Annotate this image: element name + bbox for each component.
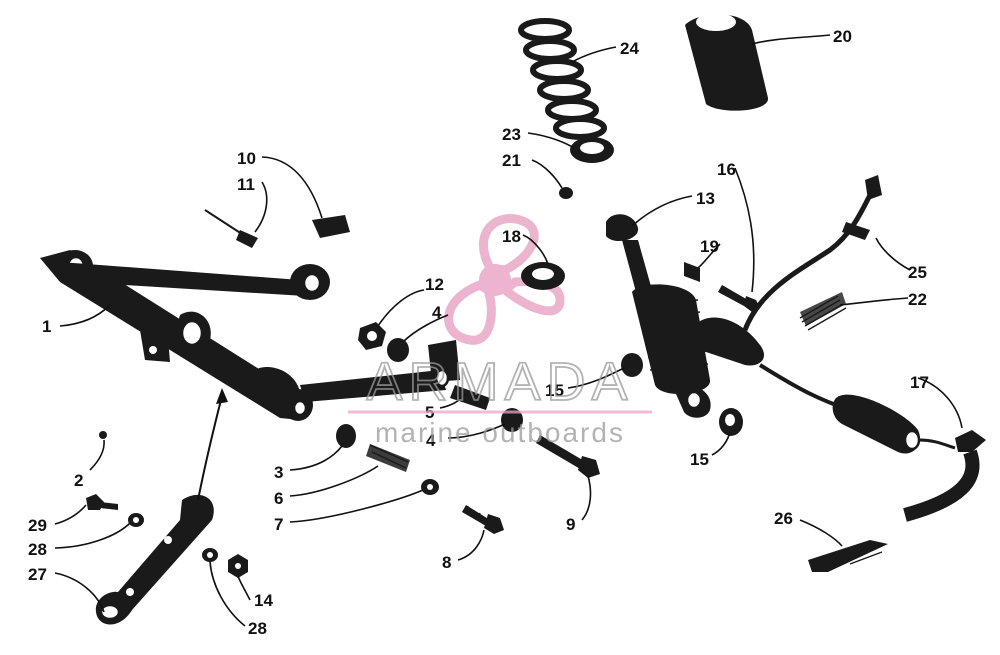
callout-28-left: 28 xyxy=(28,540,47,559)
callout-18: 18 xyxy=(502,227,521,246)
callout-28-bottom: 28 xyxy=(248,619,267,638)
callout-1: 1 xyxy=(42,317,51,336)
part-axle-arm-upper xyxy=(300,340,460,402)
part-19-bushing xyxy=(684,262,700,282)
part-15-bushing xyxy=(621,353,743,436)
watermark-tagline: marine outboards xyxy=(375,417,625,448)
callout-21: 21 xyxy=(502,151,521,170)
callout-29: 29 xyxy=(28,516,47,535)
callout-24: 24 xyxy=(620,39,639,58)
part-11-pin xyxy=(204,209,258,248)
part-4-bushing xyxy=(387,338,523,432)
callout-7: 7 xyxy=(274,515,283,534)
assembly-arrow-icon xyxy=(197,388,228,501)
part-28-washer xyxy=(128,513,218,562)
callout-25: 25 xyxy=(908,263,927,282)
callout-2: 2 xyxy=(74,471,83,490)
callout-19: 19 xyxy=(700,237,719,256)
part-21-nut xyxy=(559,187,573,199)
part-16-bolt xyxy=(718,285,760,312)
part-20-boot xyxy=(685,13,769,111)
part-5-sleeve xyxy=(450,385,490,410)
callout-27: 27 xyxy=(28,565,47,584)
part-17-switch xyxy=(758,363,986,522)
leader-lines xyxy=(54,34,963,627)
part-23-spring-seat xyxy=(570,137,614,163)
part-22-spring xyxy=(799,292,847,331)
part-8-bolt xyxy=(462,505,504,534)
callout-8: 8 xyxy=(442,553,451,572)
callout-3: 3 xyxy=(274,463,283,482)
callout-6: 6 xyxy=(274,489,283,508)
part-24-spring xyxy=(518,18,607,140)
callout-17: 17 xyxy=(910,373,929,392)
callout-26: 26 xyxy=(774,509,793,528)
part-7-washer xyxy=(421,479,439,495)
callout-20: 20 xyxy=(833,27,852,46)
callout-23: 23 xyxy=(502,125,521,144)
watermark-brand: ARMADA xyxy=(366,352,633,412)
callout-16: 16 xyxy=(717,160,736,179)
callout-22: 22 xyxy=(908,290,927,309)
watermark: ARMADA marine outboards xyxy=(348,351,652,448)
callout-14: 14 xyxy=(254,591,273,610)
part-6-sleeve xyxy=(366,444,410,472)
part-18-spacer xyxy=(521,262,565,290)
callout-15-right: 15 xyxy=(690,450,709,469)
callout-10: 10 xyxy=(237,149,256,168)
callout-15-left: 15 xyxy=(545,381,564,400)
part-25-cable xyxy=(742,175,882,331)
part-29-bolt xyxy=(86,494,118,510)
callout-13: 13 xyxy=(696,189,715,208)
callout-labels: 1 2 3 4 4 5 6 7 8 9 10 11 12 13 14 15 15… xyxy=(28,27,929,638)
part-13-shock-absorber xyxy=(606,214,765,418)
callout-9: 9 xyxy=(566,515,575,534)
callout-4-lower: 4 xyxy=(426,431,436,450)
part-26-decal xyxy=(808,540,888,572)
part-10-bracket xyxy=(312,215,350,238)
callout-12: 12 xyxy=(425,275,444,294)
propeller-logo-icon xyxy=(444,214,565,345)
part-12-nut xyxy=(358,322,386,350)
part-2-grease-fitting xyxy=(99,431,107,439)
part-3-bushing xyxy=(336,424,356,448)
part-9-bolt xyxy=(536,435,600,478)
part-27-steering-arm xyxy=(95,494,214,625)
callout-4-upper: 4 xyxy=(432,303,442,322)
callout-11: 11 xyxy=(237,175,255,194)
part-14-nut xyxy=(228,554,248,578)
part-1-axle-housing xyxy=(40,250,330,421)
